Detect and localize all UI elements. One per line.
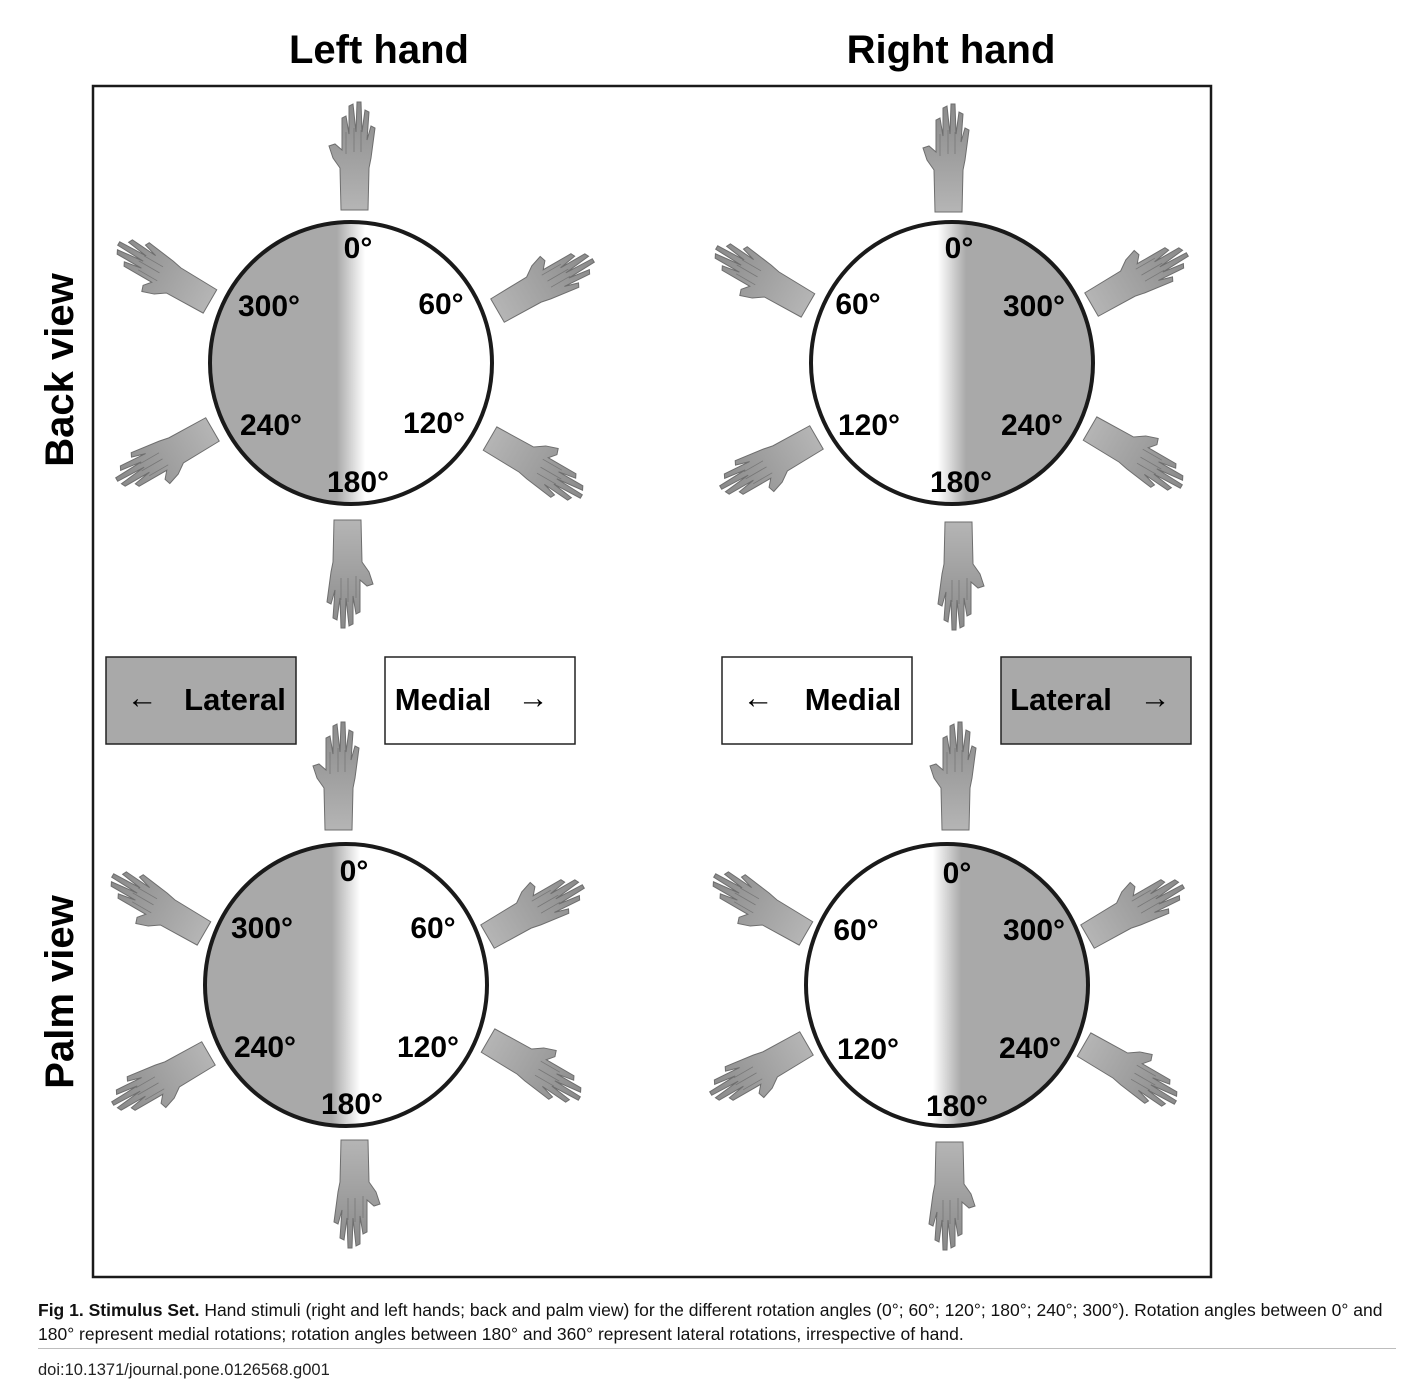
angle-label-0: 0° (344, 232, 373, 265)
angle-label-60: 60° (410, 912, 455, 945)
direction-arrow-left-icon: ← (127, 680, 158, 715)
angle-label-180: 180° (327, 466, 389, 499)
direction-label-medial: Medial (395, 682, 491, 717)
hand-icon (1078, 227, 1196, 323)
direction-box-left-medial: Medial → (384, 656, 576, 745)
rotation-dial (809, 220, 1095, 506)
hand-icon (928, 1141, 976, 1251)
hand-icon (312, 721, 360, 831)
caption-divider (38, 1348, 1396, 1349)
angle-label-300: 300° (1003, 290, 1065, 323)
hand-icon (479, 415, 597, 511)
hand-icon (97, 861, 215, 957)
angle-label-180: 180° (930, 466, 992, 499)
hand-icon (929, 721, 977, 831)
hand-icon (103, 229, 221, 325)
direction-label-lateral: Lateral (1010, 682, 1112, 717)
figure-number: Fig 1. (38, 1300, 84, 1320)
angle-label-300: 300° (231, 912, 293, 945)
row-title-palm-view: Palm view (38, 894, 82, 1088)
hand-icon (326, 519, 374, 629)
hand-icon (712, 419, 830, 515)
angle-label-240: 240° (240, 409, 302, 442)
panel-right-back: 0° 60° 300° 120° 240° 180° (701, 103, 1197, 631)
hand-icon (484, 233, 602, 329)
angle-label-0: 0° (943, 857, 972, 890)
hand-icon (328, 101, 376, 211)
direction-arrow-left-icon: ← (743, 680, 774, 715)
figure-caption-text: Hand stimuli (right and left hands; back… (38, 1300, 1383, 1344)
figure-frame (91, 84, 1213, 1279)
hand-icon (701, 233, 819, 329)
angle-label-120: 120° (403, 407, 465, 440)
hand-icon (1079, 405, 1197, 501)
angle-label-240: 240° (234, 1031, 296, 1064)
angle-label-0: 0° (340, 855, 369, 888)
angle-label-120: 120° (838, 409, 900, 442)
direction-arrow-right-icon: → (1140, 680, 1171, 715)
hand-icon (699, 861, 817, 957)
direction-box-left-lateral: ← Lateral (105, 656, 297, 745)
direction-label-medial: Medial (805, 682, 901, 717)
figure-caption: Fig 1. Stimulus Set. Hand stimuli (right… (38, 1298, 1398, 1346)
hand-icon (108, 411, 226, 507)
angle-label-60: 60° (833, 914, 878, 947)
direction-arrow-right-icon: → (518, 680, 549, 715)
rotation-dial (203, 842, 489, 1128)
figure-doi: doi:10.1371/journal.pone.0126568.g001 (38, 1361, 330, 1379)
rotation-dial (804, 842, 1090, 1128)
hand-icon (104, 1035, 222, 1131)
direction-label-lateral: Lateral (184, 682, 286, 717)
hand-icon (333, 1139, 381, 1249)
column-title-left-hand: Left hand (289, 28, 469, 72)
column-title-right-hand: Right hand (847, 28, 1056, 72)
row-title-back-view: Back view (38, 272, 82, 466)
angle-label-0: 0° (945, 232, 974, 265)
hand-icon (702, 1025, 820, 1121)
panel-right-palm: 0° 60° 300° 120° 240° 180° (699, 721, 1192, 1251)
hand-icon (922, 103, 970, 213)
angle-label-120: 120° (837, 1033, 899, 1066)
direction-box-right-medial: ← Medial (721, 656, 913, 745)
angle-label-300: 300° (1003, 914, 1065, 947)
panel-left-palm: 0° 300° 60° 240° 120° 180° (97, 721, 595, 1249)
angle-label-120: 120° (397, 1031, 459, 1064)
angle-label-300: 300° (238, 290, 300, 323)
stimulus-set-figure: Left hand Right hand Back view Palm view… (38, 28, 1213, 1279)
direction-box-right-lateral: Lateral → (1000, 656, 1192, 745)
angle-label-180: 180° (321, 1088, 383, 1121)
rotation-dial (208, 220, 494, 506)
figure-title: Stimulus Set. (88, 1300, 200, 1320)
hand-icon (477, 1017, 595, 1113)
hand-icon (1074, 859, 1192, 955)
angle-label-60: 60° (418, 288, 463, 321)
angle-label-60: 60° (835, 288, 880, 321)
panel-left-back: 0° 300° 60° 240° 120° 180° (103, 101, 602, 629)
hand-icon (937, 521, 985, 631)
angle-label-180: 180° (926, 1090, 988, 1123)
angle-label-240: 240° (999, 1032, 1061, 1065)
angle-label-240: 240° (1001, 409, 1063, 442)
hand-icon (474, 859, 592, 955)
hand-icon (1073, 1021, 1191, 1117)
